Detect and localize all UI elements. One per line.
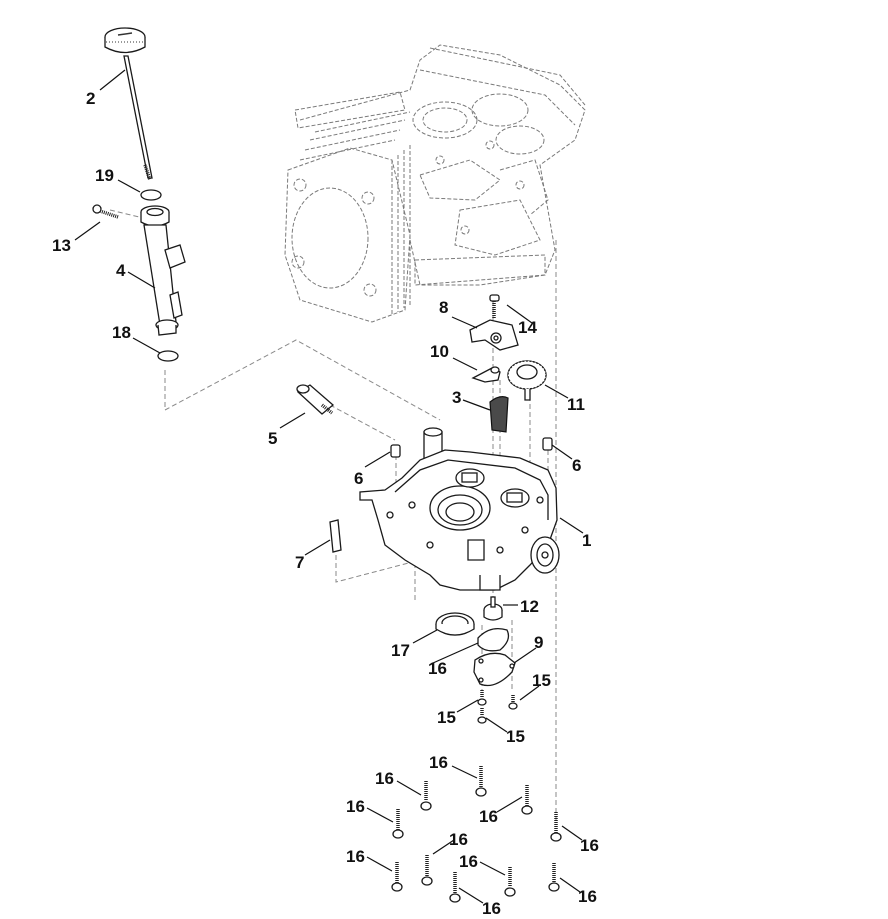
callout-15-bottom: 15 (506, 727, 525, 746)
callout-18: 17 (391, 641, 410, 660)
tube-bolt (92, 204, 119, 219)
case-bolt (392, 809, 404, 839)
engine-block-ghost (284, 44, 586, 323)
o-ring-gasket (477, 627, 510, 652)
callout-16: 16 (578, 887, 597, 906)
case-bolts (391, 766, 562, 903)
callout-16: 16 (375, 769, 394, 788)
callout-15-left: 15 (437, 708, 456, 727)
callout-13: 13 (52, 236, 71, 255)
callout-1: 1 (582, 531, 591, 550)
callout-16: 16 (429, 753, 448, 772)
governor-gear (507, 360, 547, 401)
callout-16-bottom: 16 (482, 899, 501, 918)
callout-10: 10 (430, 342, 449, 361)
callout-16: 16 (459, 852, 478, 871)
callout-16: 16 (346, 797, 365, 816)
dipstick (104, 27, 153, 181)
callout-4: 4 (116, 261, 126, 280)
cover-screw (508, 695, 518, 710)
o-ring-20 (140, 189, 162, 201)
case-bolt (550, 812, 562, 842)
dowel-pin-right (542, 437, 553, 451)
case-bolt (421, 855, 433, 886)
leader-lines (74, 69, 584, 904)
callout-7: 7 (295, 553, 304, 572)
case-bolt (521, 785, 533, 815)
callout-15-right: 15 (532, 671, 551, 690)
o-ring-19 (157, 350, 179, 362)
cover-screw (477, 690, 487, 706)
callout-11: 11 (567, 395, 585, 414)
clip (329, 519, 342, 553)
callout-20: 19 (95, 166, 114, 185)
case-bolt (449, 872, 461, 903)
callout-3: 3 (452, 388, 461, 407)
case-bolt (391, 862, 403, 892)
bracket-screw (489, 294, 500, 318)
callout-labels: 2 19 13 4 18 5 6 7 8 14 10 11 3 6 1 12 1… (52, 89, 599, 906)
crankcase-cover (359, 427, 560, 591)
case-bolt (420, 781, 432, 811)
callout-8: 8 (439, 298, 448, 317)
case-bolt (475, 766, 487, 797)
callout-12: 12 (520, 597, 539, 616)
oil-filler-tube (140, 205, 186, 336)
callout-9: 9 (534, 633, 543, 652)
cover-screw (477, 708, 487, 724)
callout-16: 16 (580, 836, 599, 855)
callout-16: 16 (346, 847, 365, 866)
callout-6-right: 6 (572, 456, 581, 475)
callout-14: 14 (518, 318, 537, 337)
cover-plate (473, 652, 516, 687)
oil-screen (489, 396, 509, 433)
oil-seal (435, 612, 475, 636)
case-bolt (548, 863, 560, 892)
callout-16: 16 (479, 807, 498, 826)
callout-16: 16 (449, 830, 468, 849)
callout-5: 5 (268, 429, 277, 448)
oil-pressure-switch (296, 384, 335, 415)
callout-6-left: 6 (354, 469, 363, 488)
callout-2: 2 (86, 89, 95, 108)
governor-arm (471, 366, 501, 383)
governor-bracket (469, 319, 519, 351)
callout-17: 16 (428, 659, 447, 678)
callout-19: 18 (112, 323, 131, 342)
case-bolt (504, 867, 516, 897)
oil-pump-rotor (483, 596, 503, 621)
dowel-pin-left (390, 444, 401, 458)
